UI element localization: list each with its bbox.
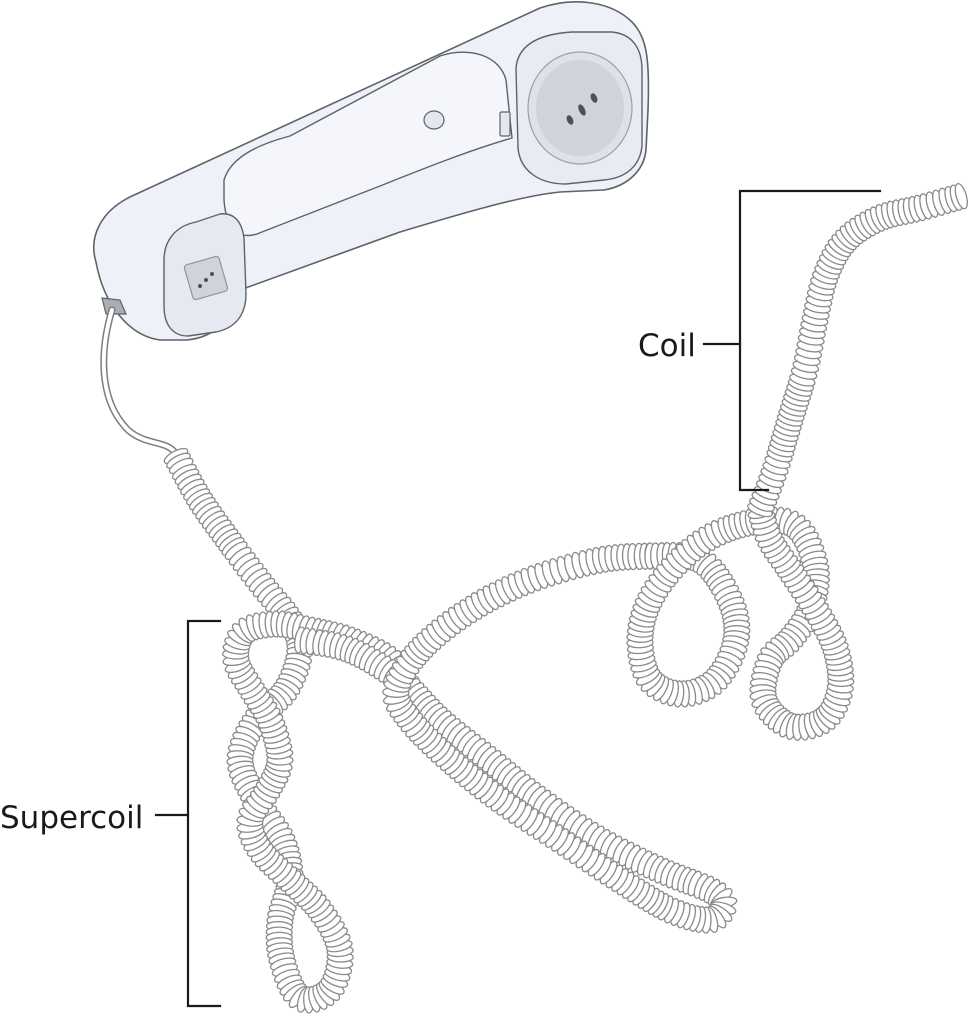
handset-slot <box>499 111 511 137</box>
handset-button <box>423 110 445 130</box>
supercoil-lower-loop <box>294 542 738 934</box>
supercoil-right-loops <box>626 505 855 741</box>
coil-bracket: Coil <box>638 189 882 492</box>
coil-label: Coil <box>638 328 696 364</box>
earpiece-grille <box>566 93 598 125</box>
coil-turn <box>954 182 968 210</box>
telephone-handset-icon <box>92 1 650 458</box>
supercoil-bracket: Supercoil <box>0 619 222 1008</box>
coil-segment <box>747 182 968 518</box>
supercoil-label: Supercoil <box>0 800 143 836</box>
handset-handle-top <box>223 51 513 237</box>
supercoil-left <box>163 447 422 1014</box>
cord-jack <box>101 297 127 315</box>
mouthpiece-grille <box>198 272 214 288</box>
coiled-cord <box>163 182 968 1014</box>
